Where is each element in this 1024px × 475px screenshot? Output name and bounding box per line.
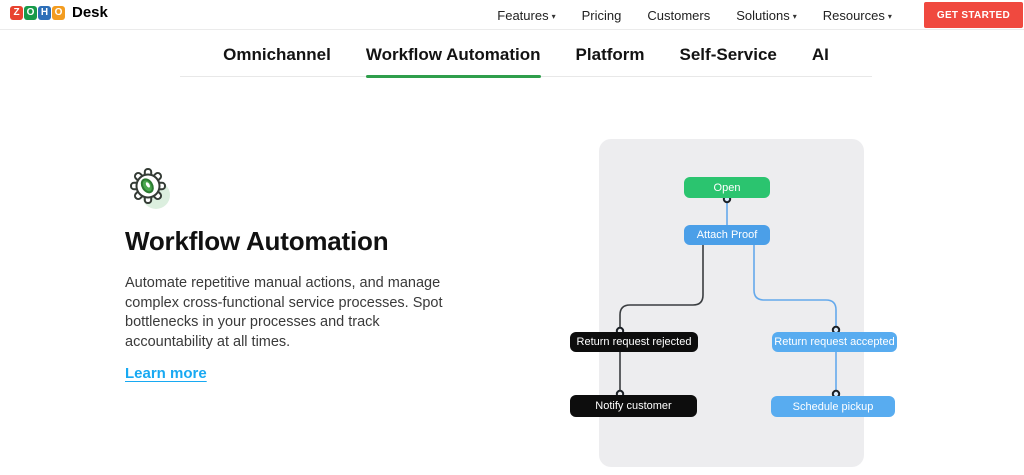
tab-ai[interactable]: AI	[811, 45, 829, 64]
diagram-node-notify-customer[interactable]: Notify customer	[570, 395, 697, 417]
learn-more-link[interactable]: Learn more	[125, 365, 207, 382]
nav-item-customers[interactable]: Customers	[647, 7, 711, 23]
workflow-diagram: Open Attach Proof Return request rejecte…	[560, 130, 910, 475]
diagram-node-return-request-rejected[interactable]: Return request rejected	[570, 332, 698, 352]
nav-item-features[interactable]: Features▾	[497, 7, 556, 23]
chevron-down-icon: ▾	[551, 11, 556, 21]
get-started-button[interactable]: GET STARTED	[923, 2, 1023, 28]
tab-omnichannel[interactable]: Omnichannel	[223, 45, 331, 64]
chevron-down-icon: ▾	[887, 11, 892, 21]
nav-item-resources[interactable]: Resources▾	[822, 7, 892, 23]
tab-self-service[interactable]: Self-Service	[679, 45, 777, 64]
diagram-node-schedule-pickup[interactable]: Schedule pickup	[771, 396, 895, 417]
page-title: Workflow Automation	[125, 226, 389, 256]
diagram-node-open[interactable]: Open	[684, 177, 770, 198]
logo-letter-h: H	[38, 5, 51, 20]
product-name: Desk	[72, 4, 108, 21]
logo-letter-o1: O	[24, 5, 37, 20]
chevron-down-icon: ▾	[792, 11, 797, 21]
top-nav: Features▾ Pricing Customers Solutions▾ R…	[497, 0, 1024, 30]
feature-content: Workflow Automation Automate repetitive …	[125, 161, 460, 383]
nav-item-solutions[interactable]: Solutions▾	[736, 7, 797, 23]
feature-description: Automate repetitive manual actions, and …	[125, 275, 443, 350]
diagram-node-return-request-accepted[interactable]: Return request accepted	[772, 332, 897, 352]
tab-platform[interactable]: Platform	[575, 45, 645, 64]
logo-letter-o2: O	[52, 5, 65, 20]
feature-tabbar: Omnichannel Workflow Automation Platform…	[180, 42, 872, 78]
gear-icon	[130, 168, 170, 209]
zoho-desk-logo[interactable]: Z O H O Desk	[10, 4, 108, 21]
top-header: Z O H O Desk Features▾ Pricing Customers…	[0, 0, 1024, 30]
logo-letter-z: Z	[10, 5, 23, 20]
nav-item-pricing[interactable]: Pricing	[581, 7, 622, 23]
zoho-logo-icon: Z O H O	[10, 5, 65, 20]
tab-workflow-automation[interactable]: Workflow Automation	[365, 42, 541, 78]
diagram-node-attach-proof[interactable]: Attach Proof	[684, 225, 770, 245]
